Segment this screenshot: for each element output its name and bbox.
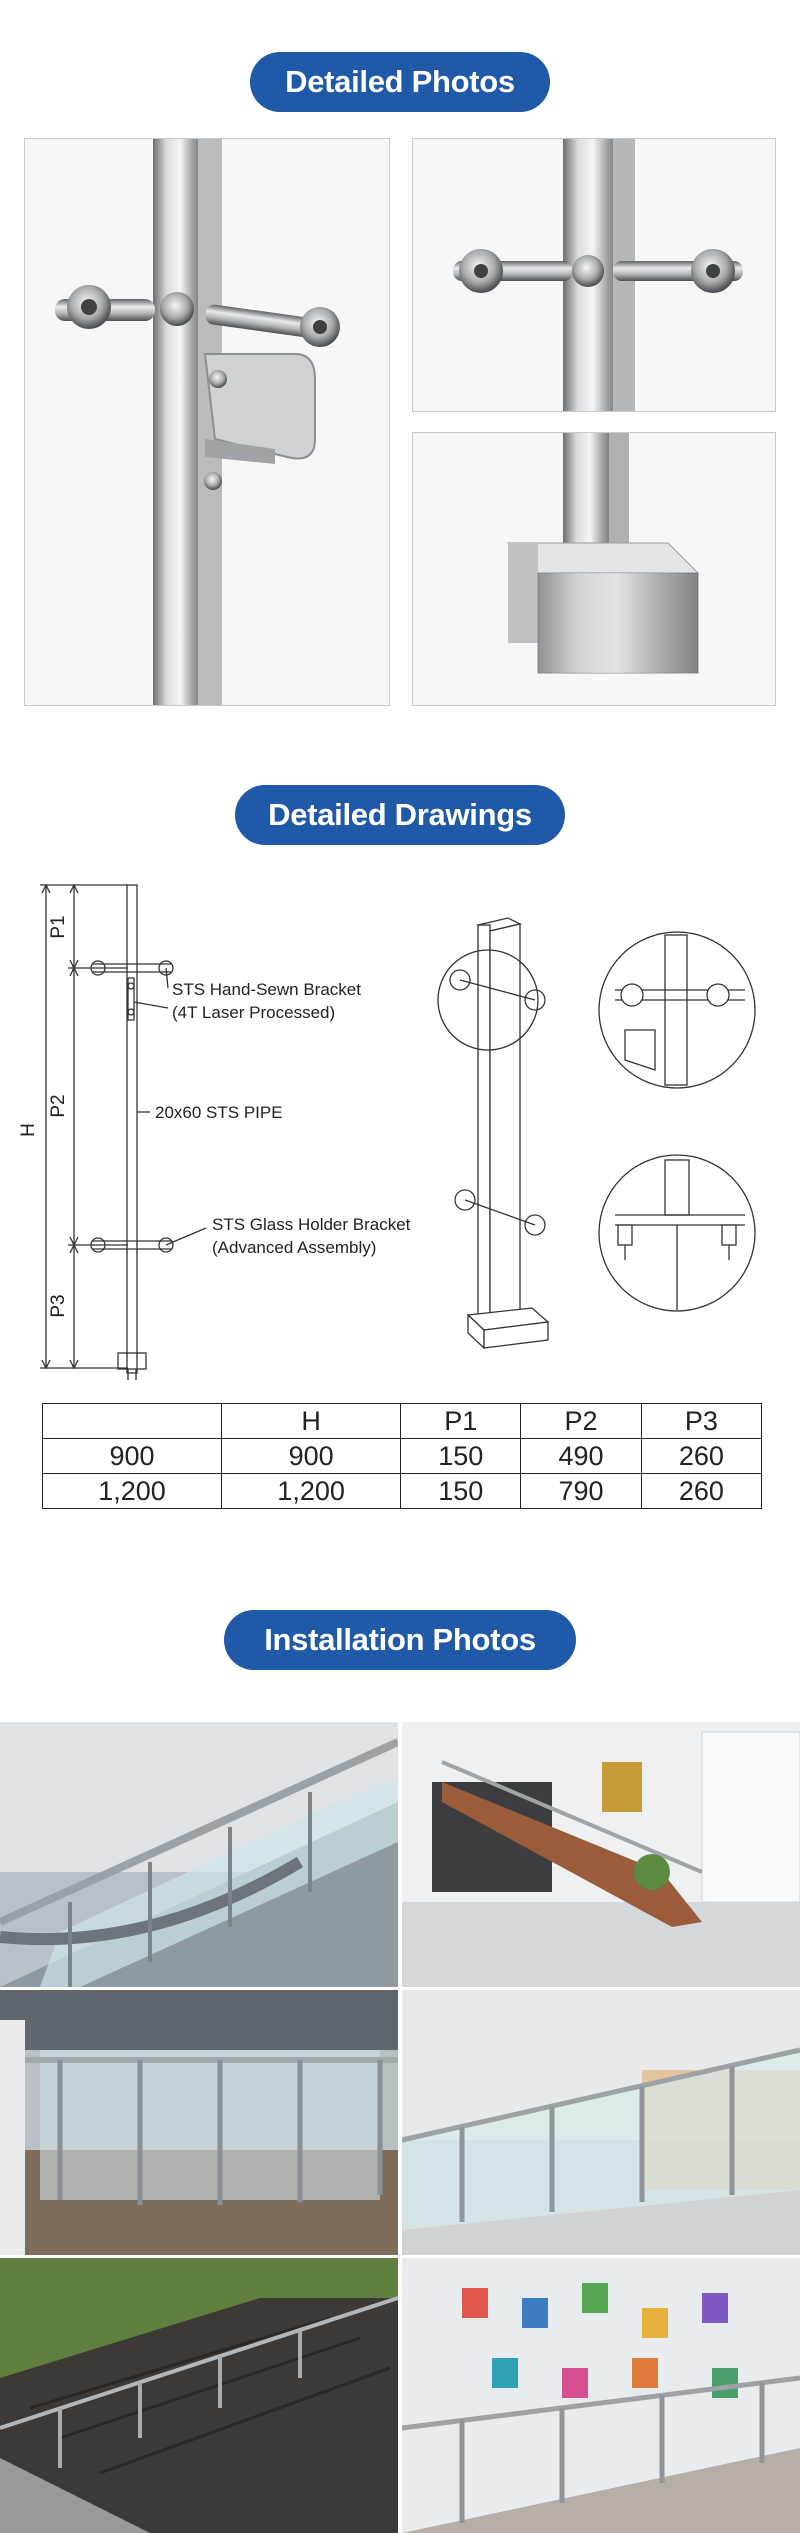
install-photo-atrium-railing (0, 1990, 398, 2255)
dim-label-p1: P1 (48, 915, 69, 938)
callout-holder: STS Glass Holder Bracket (212, 1215, 411, 1234)
install-photo-ramp-railing (0, 2258, 398, 2533)
callout-bracket-note: (4T Laser Processed) (172, 1003, 335, 1022)
table-cell: 490 (520, 1438, 642, 1474)
dim-label-h: H (18, 1123, 39, 1137)
table-cell: 900 (41, 1438, 223, 1474)
dim-label-p3: P3 (48, 1294, 69, 1317)
photo-post-bracket (24, 138, 390, 706)
install-photo-staircase-glass (0, 1722, 398, 1987)
table-header-row: H P1 P2 P3 (41, 1403, 763, 1439)
photo-base-plate (412, 432, 776, 706)
callout-pipe: 20x60 STS PIPE (155, 1103, 283, 1122)
install-photo-gallery-railing (402, 2258, 800, 2533)
install-photo-corridor-railing (402, 1990, 800, 2255)
table-cell: 150 (400, 1438, 522, 1474)
table-header-cell (41, 1403, 223, 1439)
callout-holder-note: (Advanced Assembly) (212, 1238, 376, 1257)
section-title-detailed-drawings: Detailed Drawings (235, 785, 565, 845)
dim-label-p2: P2 (48, 1094, 69, 1117)
table-cell: 1,200 (41, 1473, 223, 1509)
technical-drawing: H P1 P2 P3 STS Hand-Sewn Bracket (4T Las… (18, 883, 756, 1380)
table-row: 1,200 1,200 150 790 260 (41, 1473, 763, 1509)
section-title-installation-photos: Installation Photos (224, 1610, 576, 1670)
spec-table: H P1 P2 P3 900 900 150 490 260 1,200 1,2… (41, 1403, 763, 1509)
callout-bracket: STS Hand-Sewn Bracket (172, 980, 361, 999)
table-row: 900 900 150 490 260 (41, 1438, 763, 1474)
table-cell: 260 (640, 1473, 763, 1509)
table-cell: 260 (640, 1438, 763, 1474)
table-header-cell: P1 (400, 1403, 522, 1439)
photo-rod-closeup (412, 138, 776, 412)
table-header-cell: P2 (520, 1403, 642, 1439)
table-header-cell: H (221, 1403, 402, 1439)
table-cell: 1,200 (221, 1473, 402, 1509)
table-cell: 900 (221, 1438, 402, 1474)
install-photo-lobby-stairs (402, 1722, 800, 1987)
table-cell: 150 (400, 1473, 522, 1509)
table-cell: 790 (520, 1473, 642, 1509)
section-title-detailed-photos: Detailed Photos (250, 52, 550, 112)
table-header-cell: P3 (640, 1403, 763, 1439)
